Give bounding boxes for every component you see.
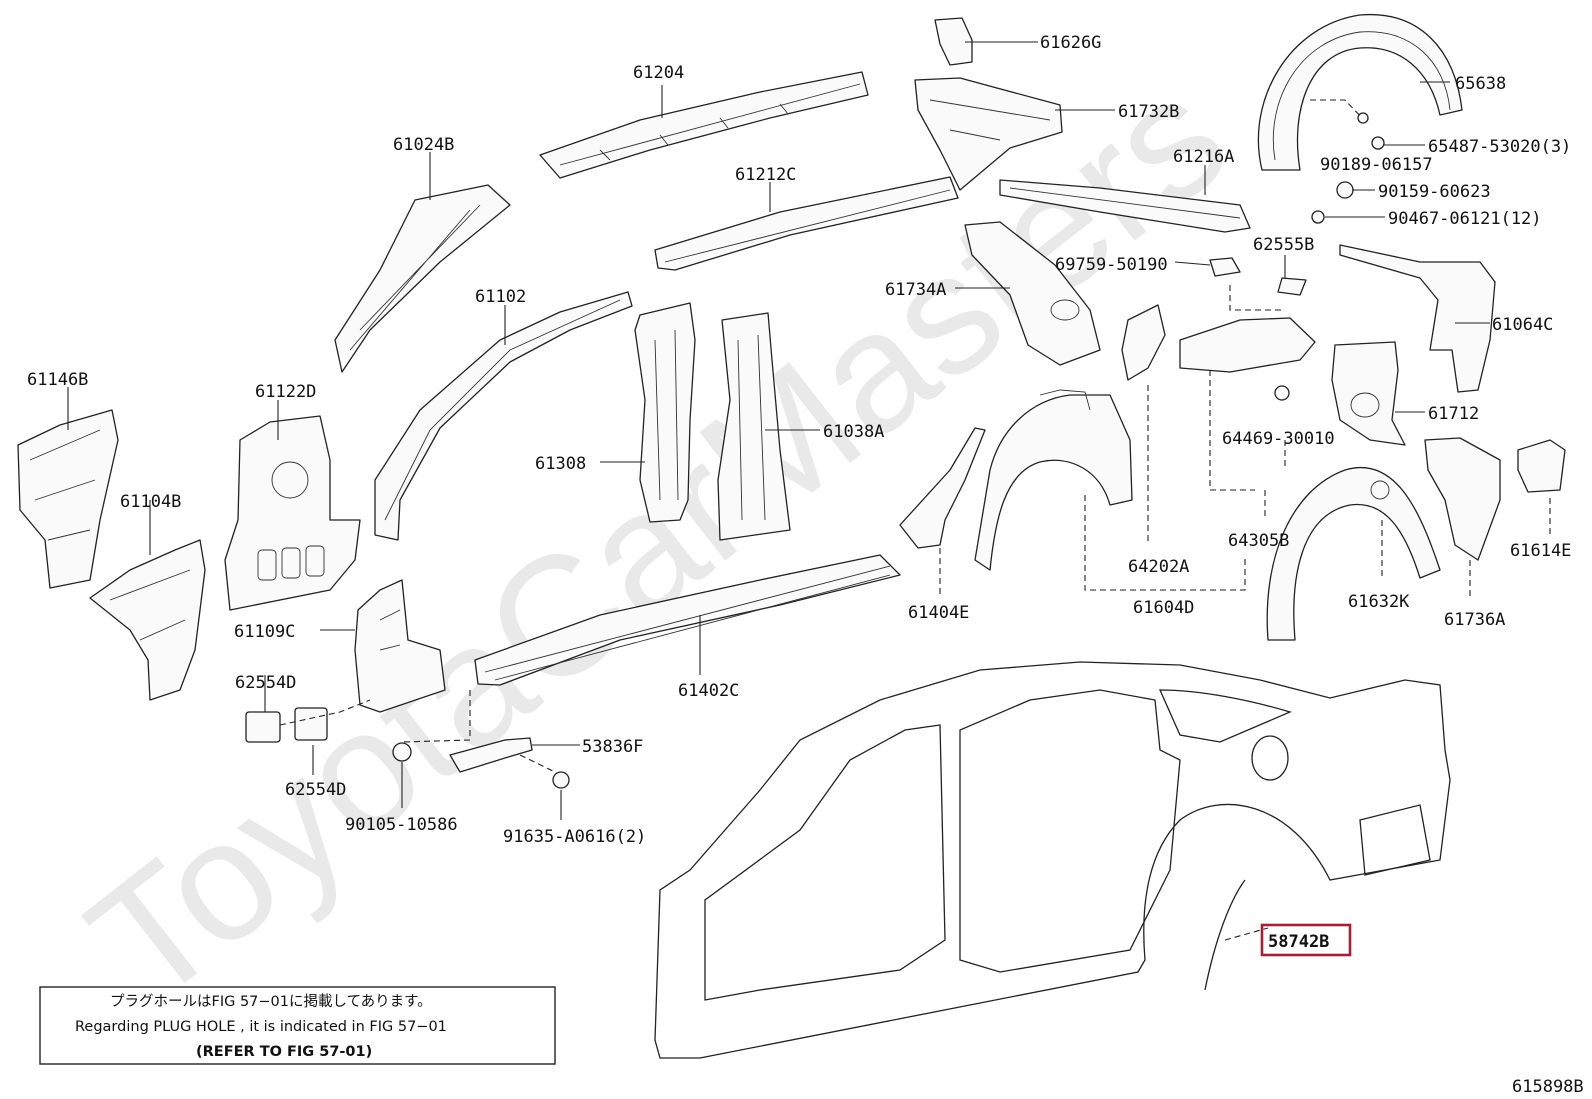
callout-61404E[interactable]: 61404E xyxy=(908,603,969,623)
callout-61109C[interactable]: 61109C xyxy=(234,622,295,642)
callout-65487-53020[interactable]: 65487-53020(3) xyxy=(1428,137,1571,157)
callout-61102[interactable]: 61102 xyxy=(475,287,526,307)
part-61736A-shape xyxy=(1424,437,1501,561)
callout-90467-06121[interactable]: 90467-06121(12) xyxy=(1388,209,1542,229)
callout-61734A[interactable]: 61734A xyxy=(885,280,946,300)
part-61402C-shape xyxy=(474,554,901,686)
part-61064C-shape xyxy=(1339,244,1496,393)
fastener-90159-shape xyxy=(1336,181,1354,199)
diagram-id: 615898B xyxy=(1512,1077,1584,1097)
note-line-jp: プラグホールはFIG 57−01に掲載してあります。 xyxy=(110,993,432,1010)
fastener-64469-shape xyxy=(1274,385,1290,401)
part-64202A-shape xyxy=(1121,304,1166,381)
callout-61038A[interactable]: 61038A xyxy=(823,422,884,442)
callout-69759-50190[interactable]: 69759-50190 xyxy=(1055,255,1168,275)
callout-61146B[interactable]: 61146B xyxy=(27,370,88,390)
part-69759-shape xyxy=(1209,257,1241,277)
part-61038A-shape xyxy=(717,312,791,541)
bolt-90105-shape xyxy=(392,742,412,762)
callout-62554D-upper[interactable]: 62554D xyxy=(235,673,296,693)
callout-58742B[interactable]: 58742B xyxy=(1268,932,1329,952)
callout-90159-60623[interactable]: 90159-60623 xyxy=(1378,182,1491,202)
part-61204-shape xyxy=(539,71,869,179)
part-drawings xyxy=(17,13,1566,789)
callout-61402C[interactable]: 61402C xyxy=(678,681,739,701)
fastener-90467-shape xyxy=(1311,210,1325,224)
callout-61204[interactable]: 61204 xyxy=(633,63,684,83)
callout-91635-A0616[interactable]: 91635-A0616(2) xyxy=(503,827,646,847)
callout-53836F[interactable]: 53836F xyxy=(582,737,643,757)
part-53836F-shape xyxy=(449,737,533,773)
fastener-65487-shape xyxy=(1371,136,1385,150)
callout-61216A[interactable]: 61216A xyxy=(1173,147,1234,167)
callout-61104B[interactable]: 61104B xyxy=(120,492,181,512)
note-line-ref: (REFER TO FIG 57-01) xyxy=(196,1044,372,1060)
fastener-90189-shape xyxy=(1357,112,1369,124)
highlight-box xyxy=(1260,923,1352,957)
part-61109C-shape xyxy=(354,579,446,713)
part-61732B-shape xyxy=(914,77,1063,191)
callout-61308[interactable]: 61308 xyxy=(535,454,586,474)
note-box xyxy=(39,986,556,1065)
part-61632K-shape xyxy=(1266,467,1441,641)
leader-lines xyxy=(67,41,1551,941)
callout-61712[interactable]: 61712 xyxy=(1428,404,1479,424)
callout-61632K[interactable]: 61632K xyxy=(1348,592,1410,612)
part-61308-shape xyxy=(634,302,696,523)
callout-61626G[interactable]: 61626G xyxy=(1040,33,1101,53)
callout-61732B[interactable]: 61732B xyxy=(1118,102,1179,122)
part-61216A-shape xyxy=(999,179,1251,233)
callout-61614E[interactable]: 61614E xyxy=(1510,541,1571,561)
part-65638-shape xyxy=(1257,13,1463,171)
callout-62555B[interactable]: 62555B xyxy=(1253,235,1314,255)
part-61626G-shape xyxy=(934,17,973,66)
plug-hole-note: プラグホールはFIG 57−01に掲載してあります。 Regarding PLU… xyxy=(39,986,556,1065)
callout-61212C[interactable]: 61212C xyxy=(735,165,796,185)
bolt-91635-shape xyxy=(552,771,570,789)
part-61146B-shape xyxy=(17,409,119,589)
callout-61064C[interactable]: 61064C xyxy=(1492,315,1553,335)
part-61024B-shape xyxy=(334,184,511,373)
car-body-outline xyxy=(654,661,1451,1059)
part-62554D-b-shape xyxy=(294,707,328,741)
part-61404E-shape xyxy=(899,427,986,549)
callout-61604D[interactable]: 61604D xyxy=(1133,598,1194,618)
callout-64469-30010[interactable]: 64469-30010 xyxy=(1222,429,1335,449)
callout-64305B[interactable]: 64305B xyxy=(1228,531,1289,551)
callout-64202A[interactable]: 64202A xyxy=(1128,557,1189,577)
part-62554D-a-shape xyxy=(245,711,281,743)
part-61614E-shape xyxy=(1517,439,1566,493)
callout-65638[interactable]: 65638 xyxy=(1455,74,1506,94)
part-61604D-shape xyxy=(974,394,1133,571)
part-62555B-shape xyxy=(1277,277,1307,296)
part-61104B-shape xyxy=(89,539,206,701)
callouts: 61626G 61204 61732B 65638 65487-53020(3)… xyxy=(27,33,1571,957)
part-bracket-assy-shape xyxy=(1179,317,1316,373)
callout-61024B[interactable]: 61024B xyxy=(393,135,454,155)
callout-61122D[interactable]: 61122D xyxy=(255,382,316,402)
part-61734A-shape xyxy=(964,221,1101,366)
callout-90105-10586[interactable]: 90105-10586 xyxy=(345,815,458,835)
part-61122D-shape xyxy=(224,415,361,611)
part-61102-shape xyxy=(374,291,633,541)
part-61212C-shape xyxy=(654,176,959,271)
note-line-en: Regarding PLUG HOLE , it is indicated in… xyxy=(75,1019,447,1035)
callout-90189-06157[interactable]: 90189-06157 xyxy=(1320,155,1433,175)
callout-62554D-lower[interactable]: 62554D xyxy=(285,780,346,800)
callout-61736A[interactable]: 61736A xyxy=(1444,610,1505,630)
